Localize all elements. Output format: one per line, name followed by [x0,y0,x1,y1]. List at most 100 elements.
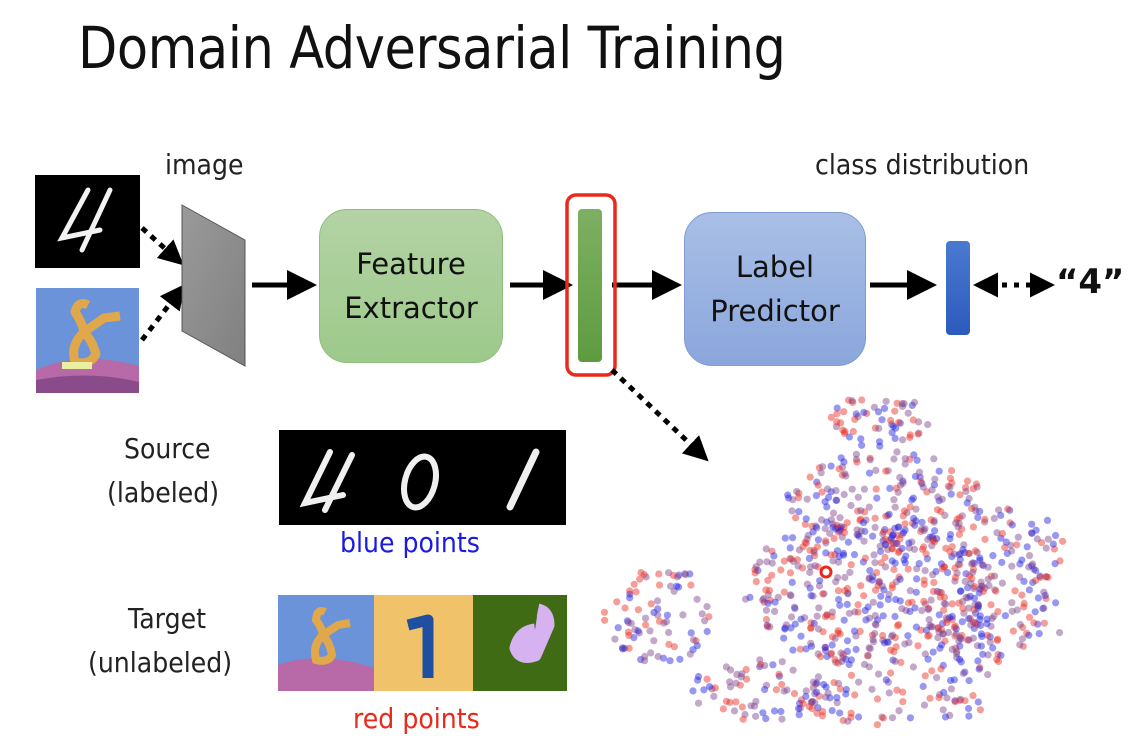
source-point [806,584,814,592]
source-point [908,496,916,504]
target-point [751,569,759,577]
target-point [823,485,832,493]
target-point [795,546,804,554]
target-point [687,581,695,589]
target-point [968,575,976,583]
source-point [889,422,897,430]
target-point [1025,552,1034,560]
target-point [789,496,797,504]
source-point [805,554,814,563]
target-point [818,463,827,471]
target-point [925,604,933,612]
source-point [770,707,779,715]
target-point [809,684,817,692]
target-point [799,543,807,551]
target-point [693,595,701,603]
target-point [827,413,835,421]
source-point [955,551,963,559]
target-point [971,547,980,555]
target-point [969,568,977,577]
target-point [878,582,886,590]
target-point [926,621,934,630]
target-point [634,606,643,614]
target-point [929,571,937,579]
target-point [1018,591,1026,599]
target-point [901,640,909,648]
target-point [994,608,1002,616]
target-point [1016,573,1024,581]
source-point [1006,506,1014,514]
target-point [896,473,904,481]
source-point [888,557,896,565]
target-point [973,483,981,491]
target-point [920,543,928,551]
source-point [654,605,662,613]
source-point [952,625,960,633]
target-point [969,565,978,574]
target-point [860,537,868,545]
target-point [719,705,728,713]
target-point [875,577,883,585]
target-point [925,631,933,640]
source-point [814,536,823,544]
source-point [1032,566,1040,575]
source-point [869,573,877,581]
source-point [913,575,921,583]
target-point [1020,603,1028,611]
target-point [956,549,965,558]
source-point [884,638,892,646]
source-point [937,560,946,568]
source-point [912,588,920,596]
target-point [774,593,782,601]
source-point [962,570,970,578]
source-point [809,528,817,536]
target-point [851,415,859,423]
target-point [1013,606,1021,614]
target-point [891,503,899,511]
target-point [847,709,855,717]
target-point [881,553,889,562]
target-point [884,511,892,520]
target-point [896,535,904,543]
target-point [831,550,839,559]
target-point [703,603,711,611]
target-point [885,689,893,697]
source-point [650,608,658,617]
source-point [837,454,845,462]
label-predictor-label: Label Predictor [710,250,840,328]
target-point [954,523,962,531]
target-point [955,599,963,607]
target-point [838,657,846,666]
target-point [646,627,654,635]
target-point [873,569,881,577]
target-point [686,650,694,658]
target-point [974,600,982,608]
source-point [935,467,943,475]
source-point [666,657,674,665]
target-point [887,669,895,677]
target-point [969,523,978,531]
source-point [1031,608,1039,616]
target-point [856,627,864,636]
source-point [791,620,799,628]
target-point [852,450,861,458]
target-point [1030,565,1038,573]
source-point [1018,556,1026,564]
source-point [855,713,863,721]
target-point [708,685,716,693]
target-point [876,542,884,550]
target-point [902,607,910,615]
target-point [994,635,1002,643]
target-point [930,455,938,463]
source-point [947,490,955,498]
target-point [917,478,925,486]
source-point [860,408,868,417]
source-point [964,704,973,713]
target-point [937,588,946,597]
target-point [665,569,673,577]
target-point [860,485,869,493]
target-point [910,398,919,406]
target-point [689,636,698,644]
target-point [930,538,939,546]
target-point [806,473,814,481]
